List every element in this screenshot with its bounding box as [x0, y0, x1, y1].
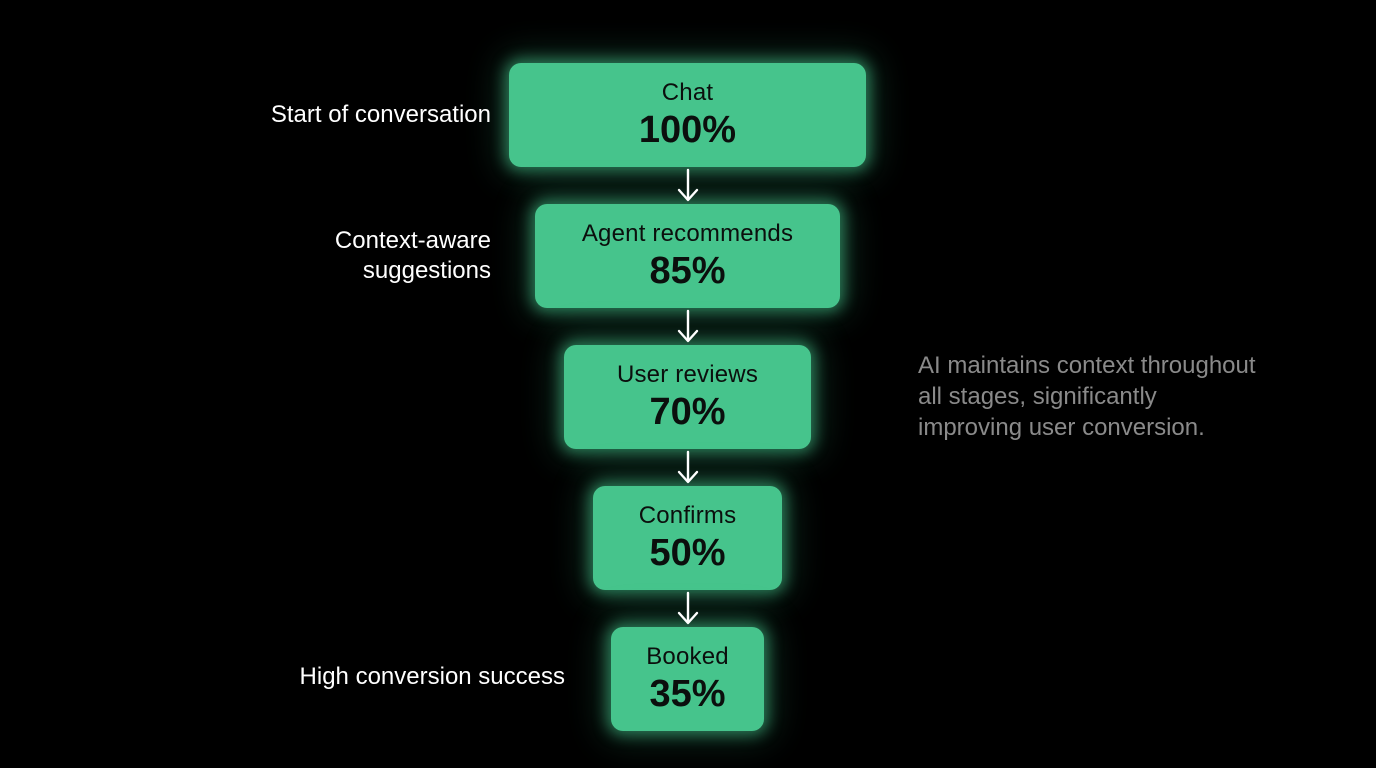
down-arrow-icon: [677, 591, 699, 625]
stage-label: Confirms: [638, 502, 737, 529]
note-start-of-conversation: Start of conversation: [271, 100, 491, 130]
description-line2: all stages, significantly: [918, 383, 1157, 410]
note-text-line2: suggestions: [362, 257, 491, 284]
stage-label: Agent recommends: [581, 220, 794, 247]
context-description: AI maintains context throughout all stag…: [918, 350, 1338, 443]
note-text: Start of conversation: [270, 101, 491, 128]
stage-percentage: 35%: [649, 673, 726, 715]
down-arrow-icon: [677, 168, 699, 202]
description-line3: improving user conversion.: [918, 414, 1205, 441]
stage-label: Booked: [646, 643, 729, 670]
note-high-conversion-success: High conversion success: [300, 662, 565, 692]
down-arrow-icon: [677, 309, 699, 343]
stage-percentage: 85%: [649, 250, 726, 292]
stage-booked: Booked 35%: [611, 627, 764, 731]
stage-user-reviews: User reviews 70%: [564, 345, 811, 449]
down-arrow-icon: [677, 450, 699, 484]
stage-percentage: 70%: [649, 391, 726, 433]
stage-label: User reviews: [616, 361, 759, 388]
stage-label: Chat: [661, 79, 714, 106]
stage-agent-recommends: Agent recommends 85%: [535, 204, 840, 308]
note-text: High conversion success: [299, 663, 565, 690]
note-context-aware-suggestions: Context-aware suggestions: [335, 226, 491, 286]
stage-percentage: 50%: [649, 532, 726, 574]
stage-confirms: Confirms 50%: [593, 486, 782, 590]
stage-chat: Chat 100%: [509, 63, 866, 167]
note-text-line1: Context-aware: [334, 227, 491, 254]
description-line1: AI maintains context throughout: [918, 352, 1256, 379]
stage-percentage: 100%: [638, 109, 737, 151]
